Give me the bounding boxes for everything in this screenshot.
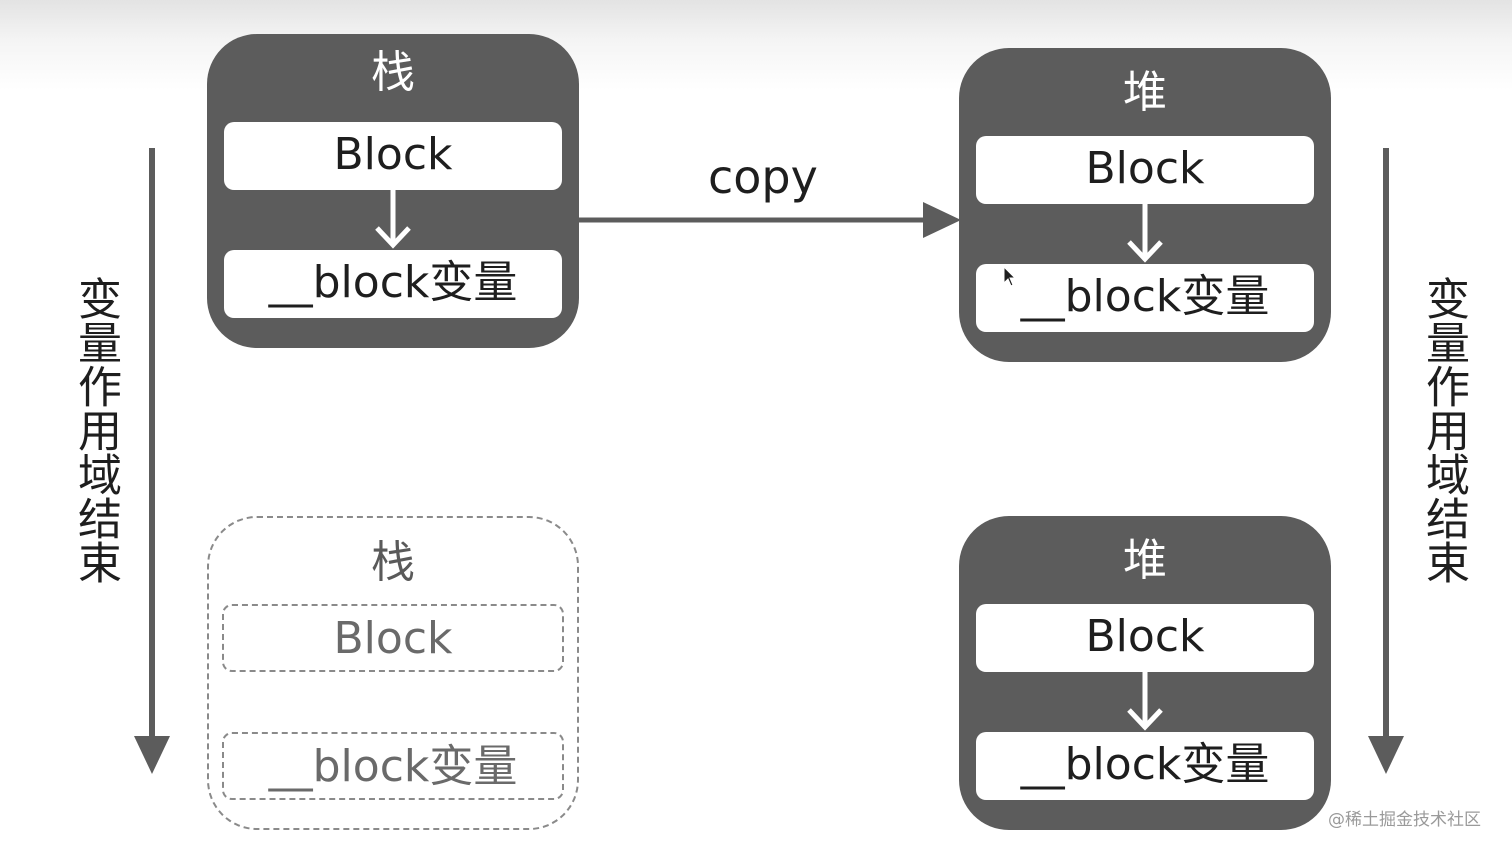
copy-label: copy (708, 150, 818, 204)
right-scope-end-label: 变量作用域结束 (1418, 276, 1469, 584)
heap-panel-bottom: 堆 Block __block变量 (959, 516, 1331, 830)
copy-arrow (577, 202, 961, 238)
heap-panel-top: 堆 Block __block变量 (959, 48, 1331, 362)
mouse-cursor-icon (1003, 266, 1017, 287)
stack-panel-bottom-released: 栈 Block __block变量 (207, 516, 579, 830)
left-scope-arrow (134, 148, 170, 774)
watermark: @稀土掘金技术社区 (1328, 810, 1481, 830)
heap-panel-title: 堆 (1123, 67, 1167, 118)
block-variable-cell: __block变量 (222, 732, 564, 800)
block-variable-cell: __block变量 (976, 732, 1314, 800)
down-arrow-icon (1127, 204, 1163, 263)
block-variable-cell: __block变量 (224, 250, 562, 318)
down-arrow-icon (375, 190, 411, 249)
left-scope-end-label: 变量作用域结束 (70, 276, 121, 584)
stack-panel-title: 栈 (371, 47, 415, 98)
heap-panel-title: 堆 (1123, 535, 1167, 586)
block-cell: Block (976, 136, 1314, 204)
block-variable-cell: __block变量 (976, 264, 1314, 332)
right-scope-arrow (1368, 148, 1404, 774)
stack-panel-title: 栈 (371, 537, 415, 588)
block-cell: Block (224, 122, 562, 190)
block-cell: Block (976, 604, 1314, 672)
stack-panel-top: 栈 Block __block变量 (207, 34, 579, 348)
down-arrow-icon (1127, 672, 1163, 731)
block-cell: Block (222, 604, 564, 672)
